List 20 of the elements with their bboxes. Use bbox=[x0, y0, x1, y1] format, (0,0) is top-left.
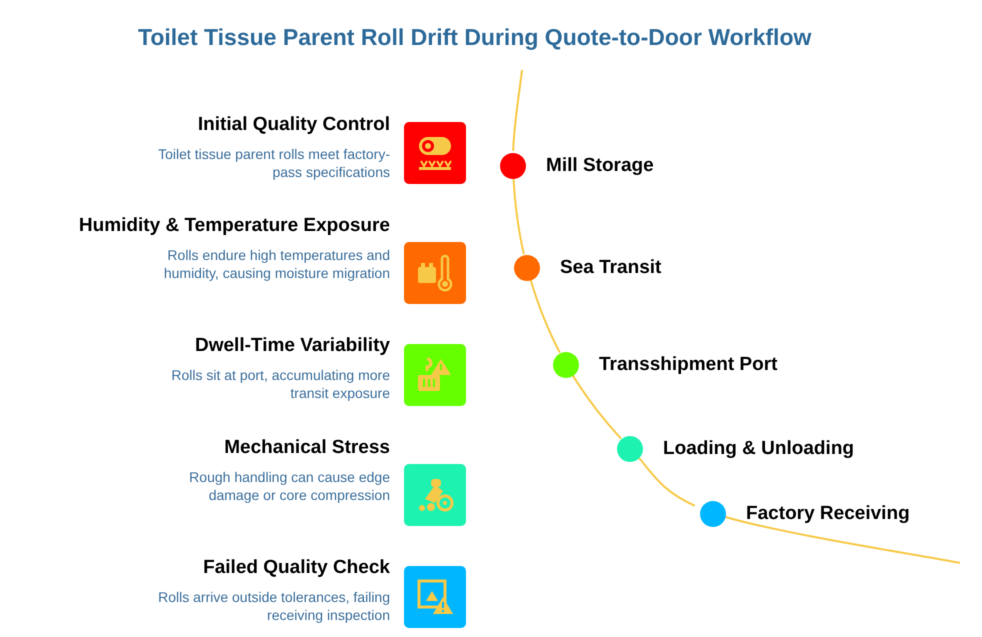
step-description: Rolls arrive outside tolerances, failing receiving inspection bbox=[157, 588, 390, 624]
timeline-curve bbox=[572, 374, 622, 440]
step-description: Rolls endure high temperatures and humidity, causing moisture migration bbox=[162, 246, 390, 282]
stage-label: Loading & Unloading bbox=[663, 437, 854, 461]
step-heading: Humidity & Temperature Exposure bbox=[78, 214, 390, 238]
step-description: Toilet tissue parent rolls meet factory-pass specifications bbox=[157, 145, 390, 181]
timeline-curve bbox=[637, 456, 696, 507]
title: Toilet Tissue Parent Roll Drift During Quote-to-Door Workflow bbox=[138, 23, 812, 52]
step-heading: Failed Quality Check bbox=[203, 556, 390, 580]
timeline-curve bbox=[530, 279, 561, 354]
step-heading: Initial Quality Control bbox=[198, 113, 390, 137]
timeline-curve bbox=[512, 178, 525, 255]
stage-label: Transshipment Port bbox=[599, 353, 778, 377]
stage-label: Factory Receiving bbox=[746, 502, 910, 526]
step-heading: Mechanical Stress bbox=[224, 436, 390, 460]
step-description: Rough handling can cause edge damage or core compression bbox=[188, 468, 390, 504]
stage-label: Mill Storage bbox=[546, 154, 654, 178]
step-description: Rolls sit at port, accumulating more transit exposure bbox=[170, 366, 390, 402]
step-heading: Dwell-Time Variability bbox=[194, 334, 390, 358]
stage-label: Sea Transit bbox=[560, 256, 662, 280]
